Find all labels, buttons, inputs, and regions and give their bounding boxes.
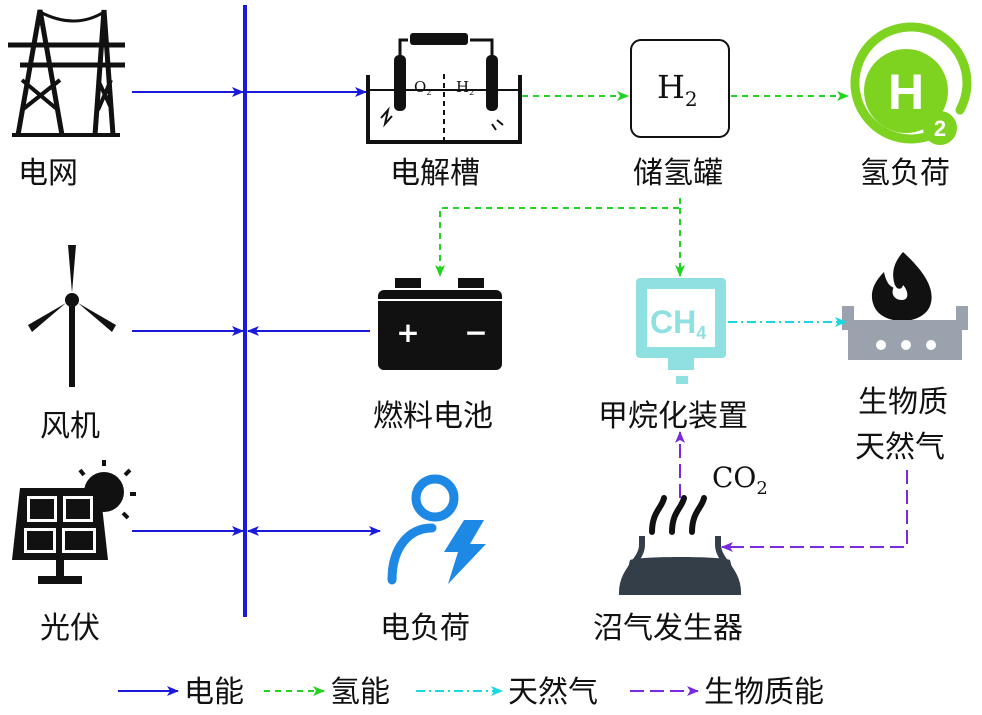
digester-label: 沼气发生器 <box>593 611 743 646</box>
gas-stove-icon <box>842 252 968 360</box>
electrolyzer-label: 电解槽 <box>390 156 480 191</box>
grid-label: 电网 <box>18 156 78 191</box>
pv-label: 光伏 <box>40 611 100 646</box>
fuel-cell-label: 燃料电池 <box>373 399 493 434</box>
h2-load-label: 氢负荷 <box>860 156 950 191</box>
legend-electricity-label: 电能 <box>184 675 244 710</box>
hydrogen-load-icon <box>850 22 972 145</box>
electric-load-label: 电负荷 <box>380 611 470 646</box>
wind-label: 风机 <box>40 409 100 444</box>
solar-panel-icon <box>12 460 136 584</box>
legend: 电能 氢能 天然气 生物质能 <box>118 675 824 710</box>
biogas-label-line2: 天然气 <box>855 430 945 465</box>
biogas-digester-icon <box>618 495 742 595</box>
legend-biomass-label: 生物质能 <box>704 675 824 710</box>
transmission-tower-icon <box>8 9 125 137</box>
legend-hydrogen-label: 氢能 <box>330 675 390 710</box>
biogas-label-line1: 生物质 <box>858 385 948 420</box>
legend-natural-gas-label: 天然气 <box>508 675 598 710</box>
battery-icon <box>378 278 502 370</box>
methanation-label: 甲烷化装置 <box>598 399 748 434</box>
electrolyzer-h2-text: H2 <box>456 78 474 97</box>
h2-load-badge: 2 <box>934 116 946 141</box>
fuel-cell-plus: + <box>396 316 419 349</box>
methanation-device-icon <box>636 278 726 384</box>
h2-load-letter: H <box>888 64 924 120</box>
tank-h2-symbol: H2 <box>657 68 698 111</box>
electric-load-person-icon <box>387 474 486 585</box>
tank-label: 储氢罐 <box>633 156 723 191</box>
tank-to-fuelcell-arrow <box>435 198 681 277</box>
hydrogen-tank-box <box>630 39 730 138</box>
gas-to-digester-arrow <box>721 470 908 552</box>
electrolyzer-icon <box>366 33 522 144</box>
electrolyzer-o2-text: O2 <box>414 78 431 97</box>
methanation-ch4-symbol: CH4 <box>650 304 706 343</box>
co2-label: CO2 <box>712 461 768 499</box>
fuel-cell-minus: − <box>464 316 487 349</box>
wind-turbine-icon <box>28 245 116 387</box>
